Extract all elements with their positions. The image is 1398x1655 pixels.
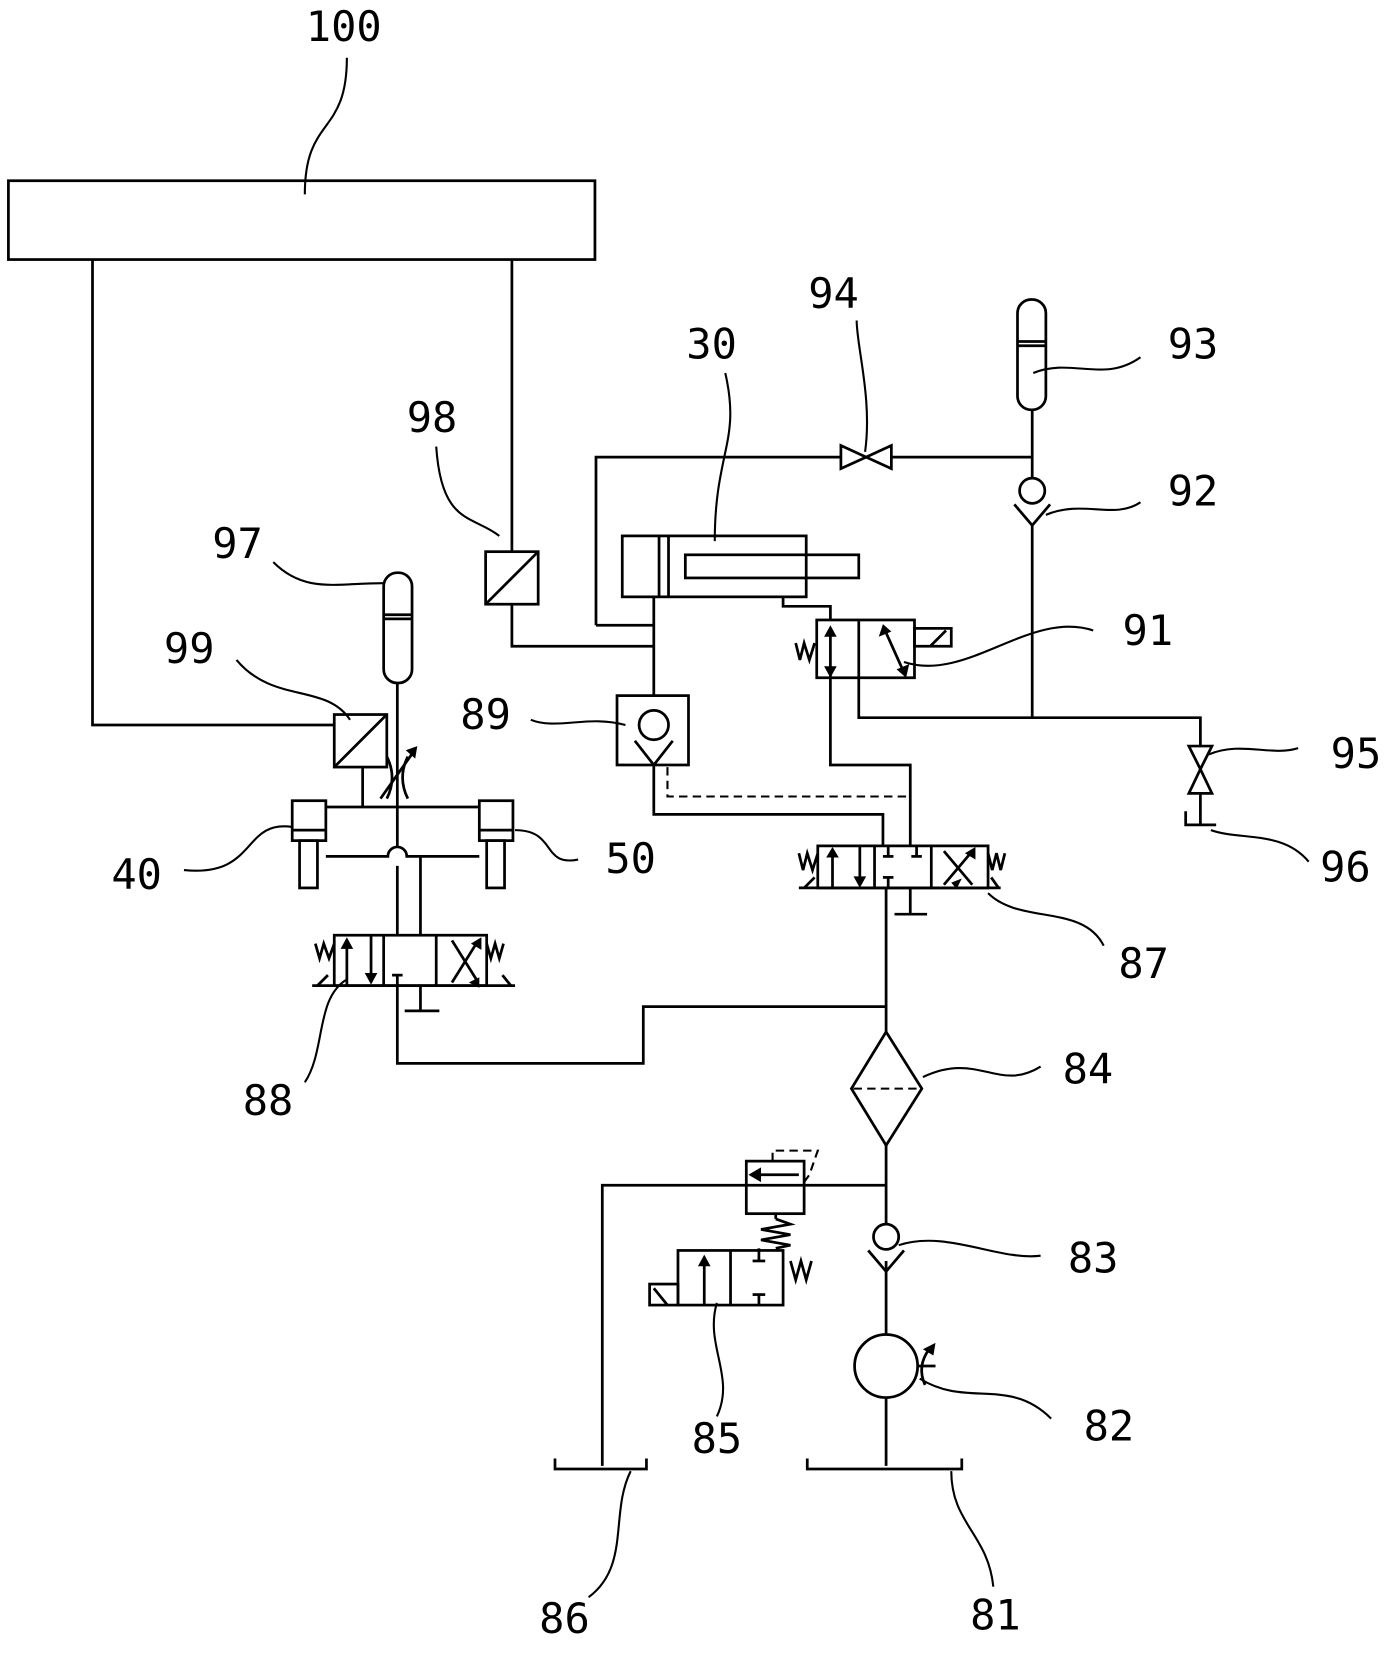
- component-94-valve: [839, 443, 893, 471]
- label-85: 85: [692, 1414, 743, 1463]
- label-81: 81: [970, 1591, 1021, 1640]
- component-89-check-valve: [615, 694, 690, 768]
- component-82-pump: [853, 1333, 936, 1399]
- component-30-cylinder: [620, 534, 861, 599]
- relief-valve: [744, 1149, 820, 1251]
- component-81-tank: [805, 1458, 964, 1471]
- component-99-sensor: [332, 713, 389, 769]
- label-87: 87: [1118, 939, 1169, 988]
- label-84: 84: [1063, 1044, 1114, 1093]
- label-82: 82: [1084, 1402, 1135, 1451]
- label-30: 30: [686, 319, 737, 368]
- label-40: 40: [111, 850, 162, 899]
- component-88-directional-valve: [312, 933, 516, 1013]
- component-100-block: [7, 179, 597, 261]
- component-84-filter: [849, 1029, 924, 1148]
- label-50: 50: [605, 834, 656, 883]
- component-83-check-valve: [867, 1222, 906, 1274]
- component-98-sensor: [484, 550, 540, 606]
- component-97-accumulator: [382, 571, 414, 685]
- label-94: 94: [808, 269, 859, 318]
- label-91: 91: [1123, 606, 1174, 655]
- label-93: 93: [1168, 319, 1219, 368]
- component-86-tank: [553, 1458, 648, 1471]
- label-100: 100: [306, 2, 382, 51]
- component-91-directional-valve: [794, 618, 953, 680]
- label-95: 95: [1331, 729, 1382, 778]
- label-86: 86: [539, 1594, 590, 1643]
- component-96-outlet: [1184, 811, 1217, 827]
- pipes: [91, 259, 1202, 1466]
- label-89: 89: [460, 690, 511, 739]
- leader-lines: [183, 57, 1310, 1599]
- label-97: 97: [212, 519, 263, 568]
- component-93-accumulator: [1016, 298, 1048, 412]
- component-50: [477, 799, 515, 890]
- variable-throttle: [379, 746, 418, 800]
- label-88: 88: [243, 1076, 294, 1125]
- label-83: 83: [1068, 1233, 1119, 1282]
- component-40: [290, 799, 328, 890]
- component-95-valve: [1186, 744, 1215, 795]
- label-92: 92: [1168, 466, 1219, 515]
- component-92-check-valve: [1013, 476, 1052, 528]
- label-96: 96: [1320, 843, 1371, 892]
- label-98: 98: [407, 393, 458, 442]
- label-99: 99: [164, 624, 215, 673]
- component-85-directional-valve: [648, 1249, 813, 1307]
- component-87-directional-valve: [797, 844, 1007, 916]
